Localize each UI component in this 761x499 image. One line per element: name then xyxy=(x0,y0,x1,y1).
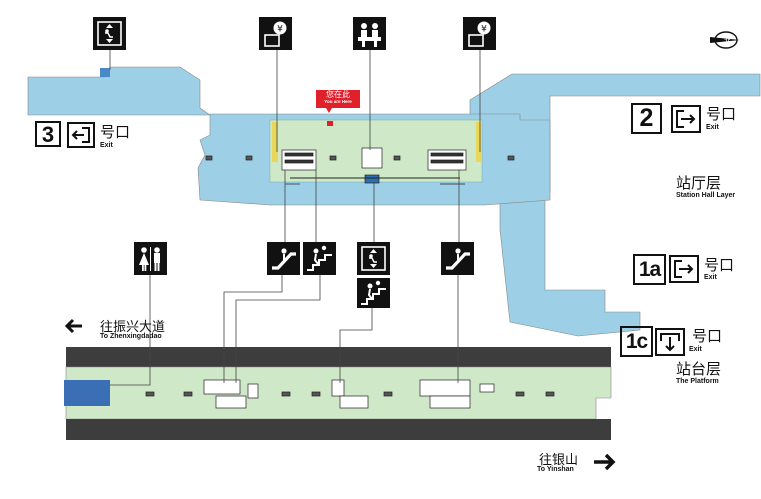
arrow-right-icon xyxy=(594,453,616,471)
station-hall-label-zh: 站厅层 xyxy=(676,174,722,192)
direction-east-zh: 往银山 xyxy=(539,453,579,468)
escalator-icon xyxy=(441,242,474,275)
exit-3-en: Exit xyxy=(100,142,113,149)
direction-west-zh: 往振兴大道 xyxy=(100,320,166,335)
exit-1c-zh: 号口 xyxy=(692,327,723,345)
escalator-icon xyxy=(267,242,300,275)
elevator-icon xyxy=(357,242,390,275)
svg-text:¥: ¥ xyxy=(481,25,487,35)
exit-2-en: Exit xyxy=(706,124,719,131)
arrow-left-icon xyxy=(64,318,82,334)
exit-3-icon xyxy=(67,122,95,148)
leader-lines xyxy=(109,50,481,386)
exit-3-zh: 号口 xyxy=(100,123,131,141)
exit-2-icon xyxy=(671,105,701,133)
exit-1a-number: 1a xyxy=(633,254,666,285)
you-are-here-marker xyxy=(316,90,360,126)
platform-label-zh: 站台层 xyxy=(676,360,722,378)
ticket-machine-icon: ¥ xyxy=(463,17,496,50)
stairs-icon xyxy=(303,242,336,275)
svg-text:¥: ¥ xyxy=(277,25,283,35)
compass-icon: 北 xyxy=(710,31,740,49)
you-are-here-label: 您在此 You are Here xyxy=(324,90,352,104)
platform-label-en: The Platform xyxy=(676,378,719,385)
platform-equipment xyxy=(145,379,555,409)
direction-west-en: To Zhenxingdadao xyxy=(100,333,162,340)
exit-3-number: 3 xyxy=(35,121,61,147)
exit-1c-number: 1c xyxy=(620,326,653,357)
exit-1a-zh: 号口 xyxy=(704,256,735,274)
exit-1c-en: Exit xyxy=(689,346,702,353)
exit-1a-icon xyxy=(669,255,699,283)
compass-label: 北 xyxy=(724,37,731,45)
exit-2-zh: 号口 xyxy=(706,105,737,123)
exit-1a-en: Exit xyxy=(704,274,717,281)
elevator-icon xyxy=(93,17,126,50)
direction-east-en: To Yinshan xyxy=(537,466,574,473)
exit-1c-icon xyxy=(655,328,685,356)
concourse-equipment xyxy=(205,122,515,185)
exit-2-number: 2 xyxy=(631,103,662,134)
station-hall-label-en: Station Hall Layer xyxy=(676,192,736,199)
ticket-machine-icon: ¥ xyxy=(259,17,292,50)
toilet-icon xyxy=(134,242,167,275)
service-center-icon xyxy=(353,17,386,50)
stairs-icon xyxy=(357,278,390,308)
